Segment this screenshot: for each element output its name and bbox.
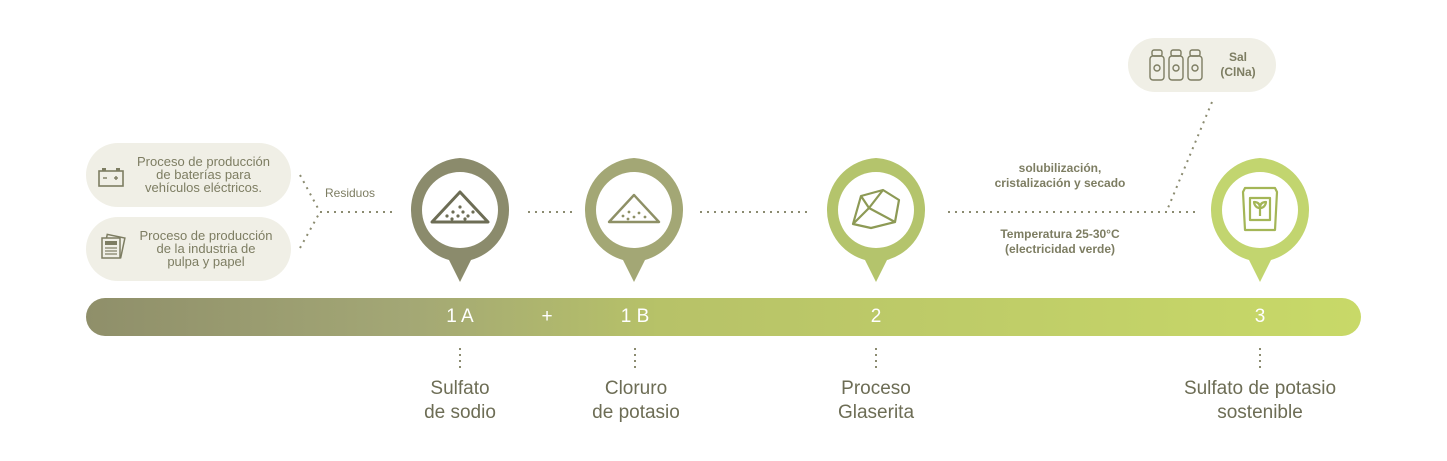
timeline-bar: [86, 298, 1361, 336]
timeline-label-1a: 1 A: [446, 306, 474, 327]
input-battery-text: Proceso de producción de baterías para v…: [137, 154, 270, 195]
converging-dotted-lines: [299, 174, 395, 249]
pin-sulfato-de-sodio: [410, 158, 510, 282]
pin-cloruro-de-potasio: [584, 158, 684, 282]
newspaper-icon: [101, 233, 126, 259]
powder-pile-icon: [430, 190, 490, 224]
connector-1a-1b: [528, 211, 576, 213]
process-note-bottom: Temperatura 25-30°C (electricidad verde): [1000, 227, 1120, 256]
input-paper-pill: Proceso de producción de la industria de…: [86, 217, 291, 281]
salt-dotted-line: [1167, 101, 1213, 209]
process-note-top: solubilización, cristalización y secado: [994, 161, 1126, 190]
timeline-label-2: 2: [870, 306, 882, 327]
step-title-sulfato-de-sodio: Sulfato de sodio: [424, 378, 496, 423]
vdots-1a: [459, 348, 461, 368]
timeline-label-1b: 1 B: [620, 306, 650, 327]
input-battery-pill: Proceso de producción de baterías para v…: [86, 143, 291, 207]
crystal-icon: [851, 188, 901, 230]
input-paper-text: Proceso de producción de la industria de…: [139, 228, 273, 269]
salt-text: Sal (ClNa): [1220, 50, 1256, 79]
pin-sulfato-de-potasio: [1210, 158, 1310, 282]
salt-pill: Sal (ClNa): [1128, 38, 1276, 92]
timeline-label-3: 3: [1254, 306, 1266, 327]
vdots-2: [875, 348, 877, 368]
pin-proceso-glaserita: [826, 158, 926, 282]
salt-shakers-icon: [1149, 49, 1203, 81]
step-title-sulfato-de-potasio: Sulfato de potasio sostenible: [1183, 378, 1337, 423]
battery-icon: [98, 168, 124, 187]
residuos-label: Residuos: [325, 186, 376, 200]
connector-2-3: [948, 211, 1200, 213]
connector-1b-2: [700, 211, 808, 213]
timeline-label-plus: +: [541, 306, 553, 327]
powder-pile-icon: [607, 193, 661, 224]
step-title-cloruro-de-potasio: Cloruro de potasio: [592, 378, 680, 423]
fertilizer-bag-icon: [1241, 186, 1279, 232]
step-title-proceso-glaserita: Proceso Glaserita: [837, 378, 915, 423]
vdots-1b: [634, 348, 636, 368]
vdots-3: [1259, 348, 1261, 368]
